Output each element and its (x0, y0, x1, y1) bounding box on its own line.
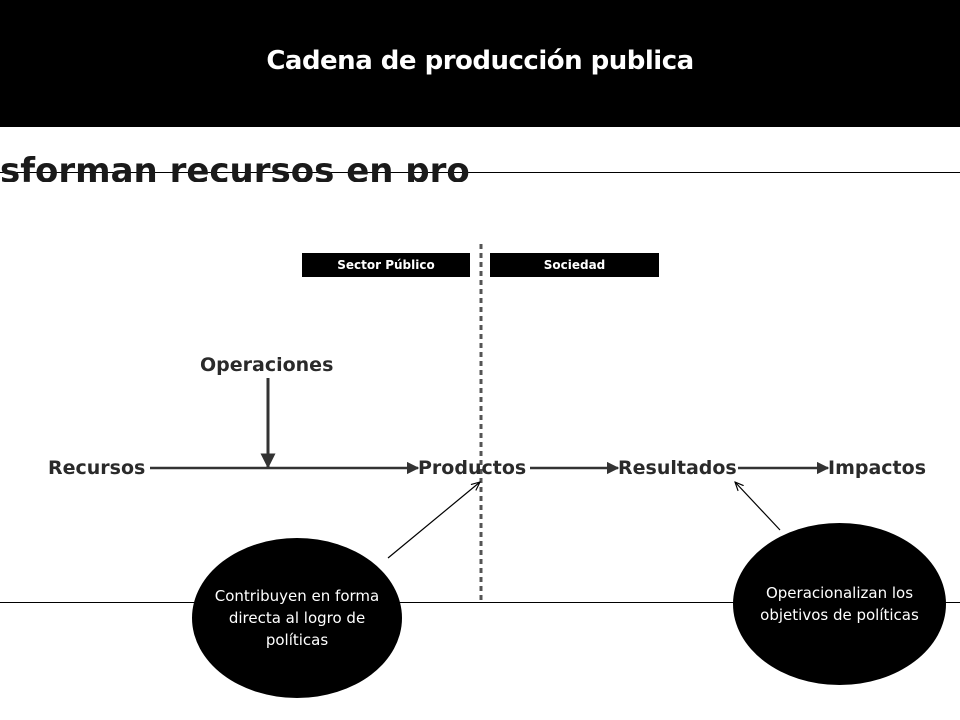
callout-left-pointer (387, 482, 480, 559)
node-operaciones: Operaciones (200, 354, 334, 376)
bottom-rule (0, 602, 960, 603)
node-recursos: Recursos (48, 457, 146, 479)
callout-right-pointer (735, 482, 781, 531)
sector-publico-label: Sector Público (302, 253, 470, 277)
node-impactos: Impactos (828, 457, 926, 479)
slide-header: Cadena de producción publica (0, 0, 960, 127)
callout-productos-text: Contribuyen en forma directa al logro de… (214, 587, 380, 649)
node-productos: Productos (418, 457, 527, 479)
node-resultados: Resultados (618, 457, 737, 479)
slide-title: Cadena de producción publica (266, 46, 694, 76)
callout-resultados-text: Operacionalizan los objetivos de polític… (760, 584, 919, 624)
callout-productos: Contribuyen en forma directa al logro de… (192, 538, 402, 698)
cropped-heading: sforman recursos en productos. (0, 148, 470, 182)
sociedad-label: Sociedad (490, 253, 659, 277)
top-rule (0, 172, 960, 173)
callout-resultados: Operacionalizan los objetivos de polític… (733, 523, 946, 685)
cropped-heading-text: sforman recursos en productos. (0, 151, 470, 182)
